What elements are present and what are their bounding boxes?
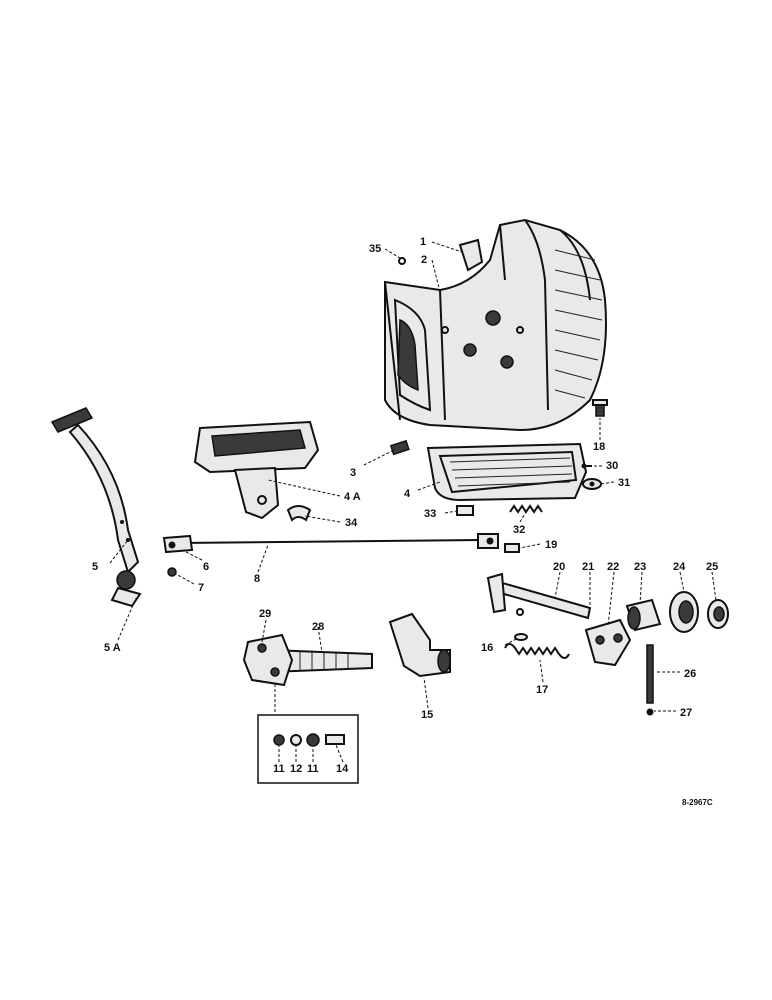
callout-11b: 11 — [307, 763, 319, 775]
callout-25: 25 — [706, 561, 718, 573]
callout-4: 4 — [404, 488, 411, 500]
callout-17: 17 — [536, 684, 548, 696]
callout-labels: 1 2 35 18 3 4 4 A 30 31 33 32 34 5 5 A 6… — [92, 236, 718, 775]
callout-29: 29 — [259, 608, 271, 620]
part-7-pin — [167, 567, 177, 577]
part-35-stud — [398, 257, 406, 265]
callout-33: 33 — [424, 508, 436, 520]
callout-2: 2 — [421, 254, 427, 266]
part-8-rod — [162, 533, 499, 554]
callout-19: 19 — [545, 539, 557, 551]
part-17-spring — [504, 643, 570, 659]
callout-21: 21 — [582, 561, 594, 573]
callout-20: 20 — [553, 561, 565, 573]
part-4-cover — [426, 442, 588, 502]
callout-22: 22 — [607, 561, 619, 573]
callout-7: 7 — [198, 582, 204, 594]
callout-26: 26 — [684, 668, 696, 680]
callout-24: 24 — [673, 561, 686, 573]
part-15-lever — [388, 612, 451, 678]
part-26-rod — [646, 644, 654, 704]
callout-32: 32 — [513, 524, 525, 536]
part-30-screw — [581, 463, 592, 469]
part-29-yoke — [242, 633, 294, 687]
part-31-clip — [582, 478, 602, 490]
part-20-shaft — [486, 572, 592, 620]
leader-lines — [109, 241, 717, 763]
callout-30: 30 — [606, 460, 618, 472]
part-18-bolt — [592, 399, 608, 417]
callout-5a: 5 A — [104, 642, 121, 654]
part-32-spring — [509, 504, 543, 514]
part-4a-cover — [193, 420, 320, 520]
callout-16: 16 — [481, 642, 493, 654]
part-24-bearing — [669, 591, 699, 633]
callout-14: 14 — [336, 763, 349, 775]
clutch-housing-part — [384, 218, 607, 432]
callout-31: 31 — [618, 477, 630, 489]
part-25-ring — [707, 599, 729, 629]
callout-27: 27 — [680, 707, 692, 719]
callout-8: 8 — [254, 573, 260, 585]
part-34-clip — [286, 505, 312, 522]
callout-4a: 4 A — [344, 491, 361, 503]
part-33-pad — [456, 505, 474, 516]
part-3-plug — [389, 439, 410, 456]
reference-code: 8-2967C — [682, 798, 713, 807]
part-19-pin — [504, 543, 520, 553]
callout-15: 15 — [421, 709, 433, 721]
callout-11a: 11 — [273, 763, 285, 775]
part-23-carrier — [625, 598, 662, 632]
hardware-inset-box — [257, 714, 359, 784]
callout-3: 3 — [350, 467, 356, 479]
part-5-pedal — [50, 407, 142, 608]
callout-23: 23 — [634, 561, 646, 573]
callout-6: 6 — [203, 561, 209, 573]
part-22-fork — [584, 618, 632, 667]
callout-34: 34 — [345, 517, 358, 529]
callout-18: 18 — [593, 441, 605, 453]
part-16-washer — [514, 633, 528, 641]
callout-1: 1 — [420, 236, 426, 248]
callout-12: 12 — [290, 763, 302, 775]
callout-35: 35 — [369, 243, 381, 255]
part-27-key — [646, 708, 654, 716]
callout-28: 28 — [312, 621, 324, 633]
callout-5: 5 — [92, 561, 98, 573]
